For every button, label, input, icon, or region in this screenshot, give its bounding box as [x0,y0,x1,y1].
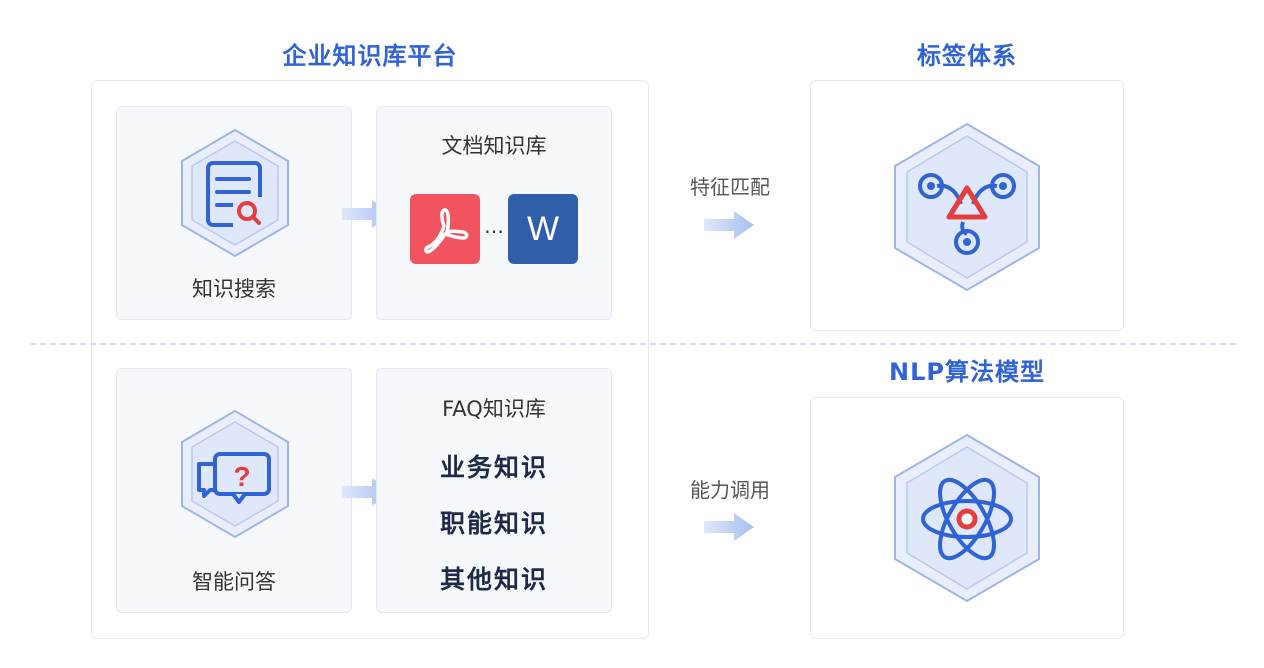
faq-item-business[interactable]: 业务知识 [439,453,548,482]
nlp-title: NLP算法模型 [889,358,1045,386]
atom-icon [894,433,1040,603]
word-icon[interactable]: W [508,194,578,264]
ellipsis: … [484,214,504,238]
knowledge-search-label: 知识搜索 [192,277,276,301]
section-divider [30,343,1236,345]
feature-match-label: 特征匹配 [690,175,770,199]
arrow-right-icon [704,211,754,239]
arrow-right-icon [704,513,754,541]
faq-item-other[interactable]: 其他知识 [439,565,548,594]
tags-title: 标签体系 [917,42,1017,70]
platform-title: 企业知识库平台 [282,42,458,70]
faq-kb-card[interactable] [376,368,612,613]
intelligent-qa-label: 智能问答 [192,570,276,594]
word-letter: W [526,210,560,248]
chat-question-icon: ? [181,409,289,539]
tag-network-icon [894,122,1040,292]
faq-kb-title: FAQ知识库 [442,397,546,421]
capability-call-label: 能力调用 [690,478,770,502]
faq-item-functional[interactable]: 职能知识 [439,509,548,538]
pdf-icon[interactable] [410,194,480,264]
document-kb-title: 文档知识库 [441,134,547,158]
document-search-icon [181,128,289,258]
svg-text:?: ? [233,461,250,492]
